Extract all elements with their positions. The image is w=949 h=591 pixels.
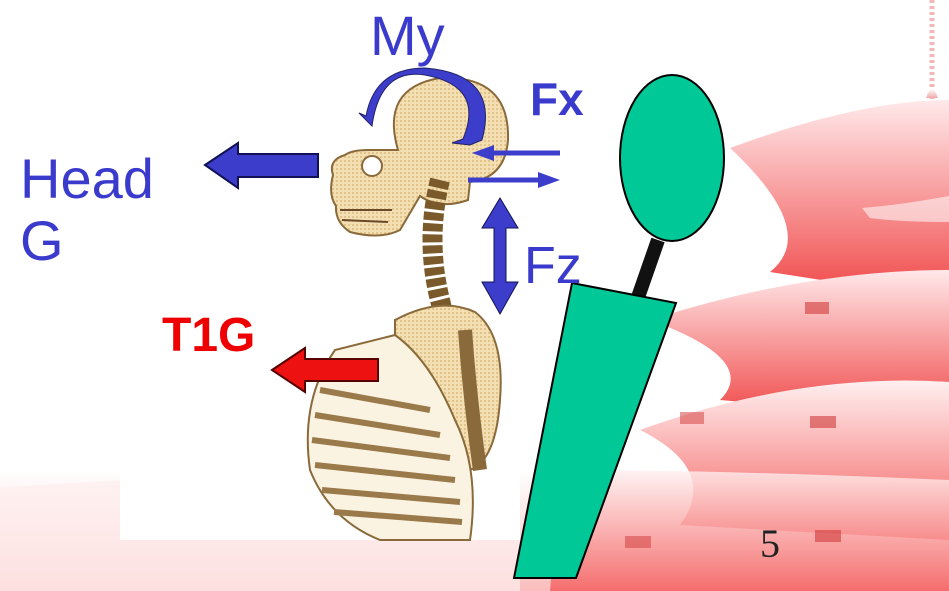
axial-force-arrow	[482, 198, 518, 314]
head-label-line1: Head	[20, 148, 154, 210]
head-force-arrow	[205, 143, 318, 188]
head-g-label: Head G	[20, 148, 154, 272]
moment-label: My	[370, 8, 445, 64]
shear-force-label: Fx	[530, 76, 584, 122]
axial-force-label: Fz	[524, 240, 582, 292]
t1-label: T1G	[162, 312, 255, 360]
head-label-line2: G	[20, 210, 154, 272]
page-number: 5	[760, 524, 780, 564]
